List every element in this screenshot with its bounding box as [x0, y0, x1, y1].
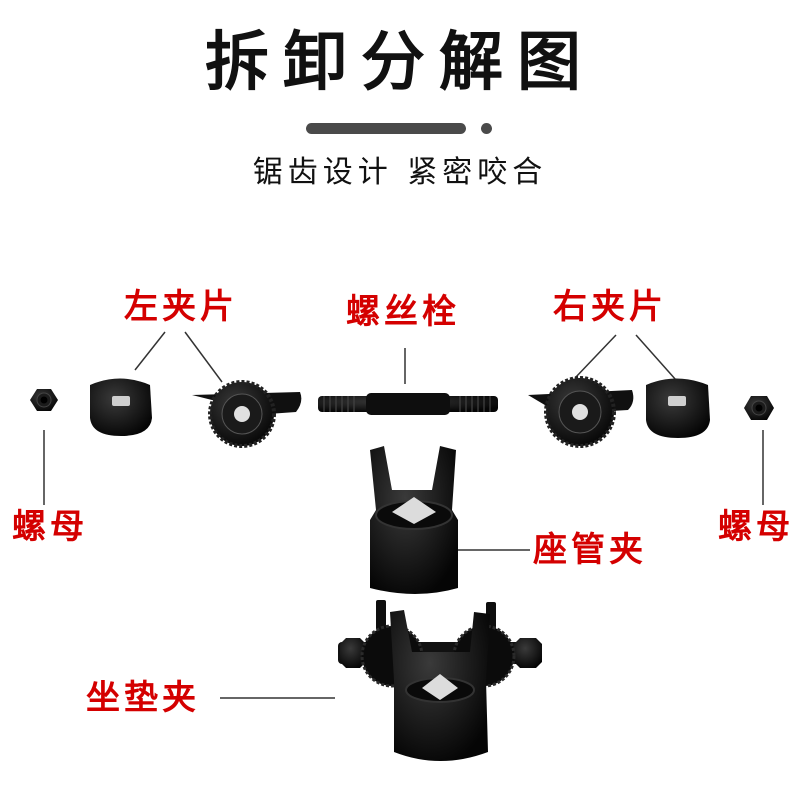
left-serrated-clip-part — [192, 380, 302, 448]
leader-left-clip-a — [134, 331, 166, 371]
bolt-part — [318, 393, 498, 415]
tube-clamp-part — [370, 446, 458, 594]
left-outer-clip-part — [90, 378, 152, 436]
leader-lines — [43, 331, 764, 699]
title-underline-dot — [481, 123, 492, 134]
nut-left-part — [30, 389, 58, 411]
label-left-clip: 左夹片 — [124, 287, 238, 327]
leader-right-clip-b — [635, 334, 677, 381]
nut-right-part — [744, 396, 774, 420]
leader-right-clip-a — [574, 334, 617, 379]
seat-clamp-part — [338, 600, 542, 761]
label-nut-left: 螺母 — [12, 507, 88, 547]
page-title: 拆卸分解图 — [205, 25, 595, 100]
label-nut-right: 螺母 — [718, 507, 794, 547]
page-subtitle: 锯齿设计 紧密咬合 — [252, 155, 548, 190]
leader-left-clip-b — [184, 331, 223, 383]
label-tube-clamp: 座管夹 — [533, 530, 647, 570]
title-underline-bar — [306, 123, 466, 134]
label-bolt: 螺丝栓 — [346, 292, 460, 332]
label-right-clip: 右夹片 — [553, 287, 667, 327]
label-seat-clamp: 坐垫夹 — [86, 678, 200, 718]
right-serrated-clip-part — [528, 376, 634, 448]
right-outer-clip-part — [646, 378, 710, 438]
